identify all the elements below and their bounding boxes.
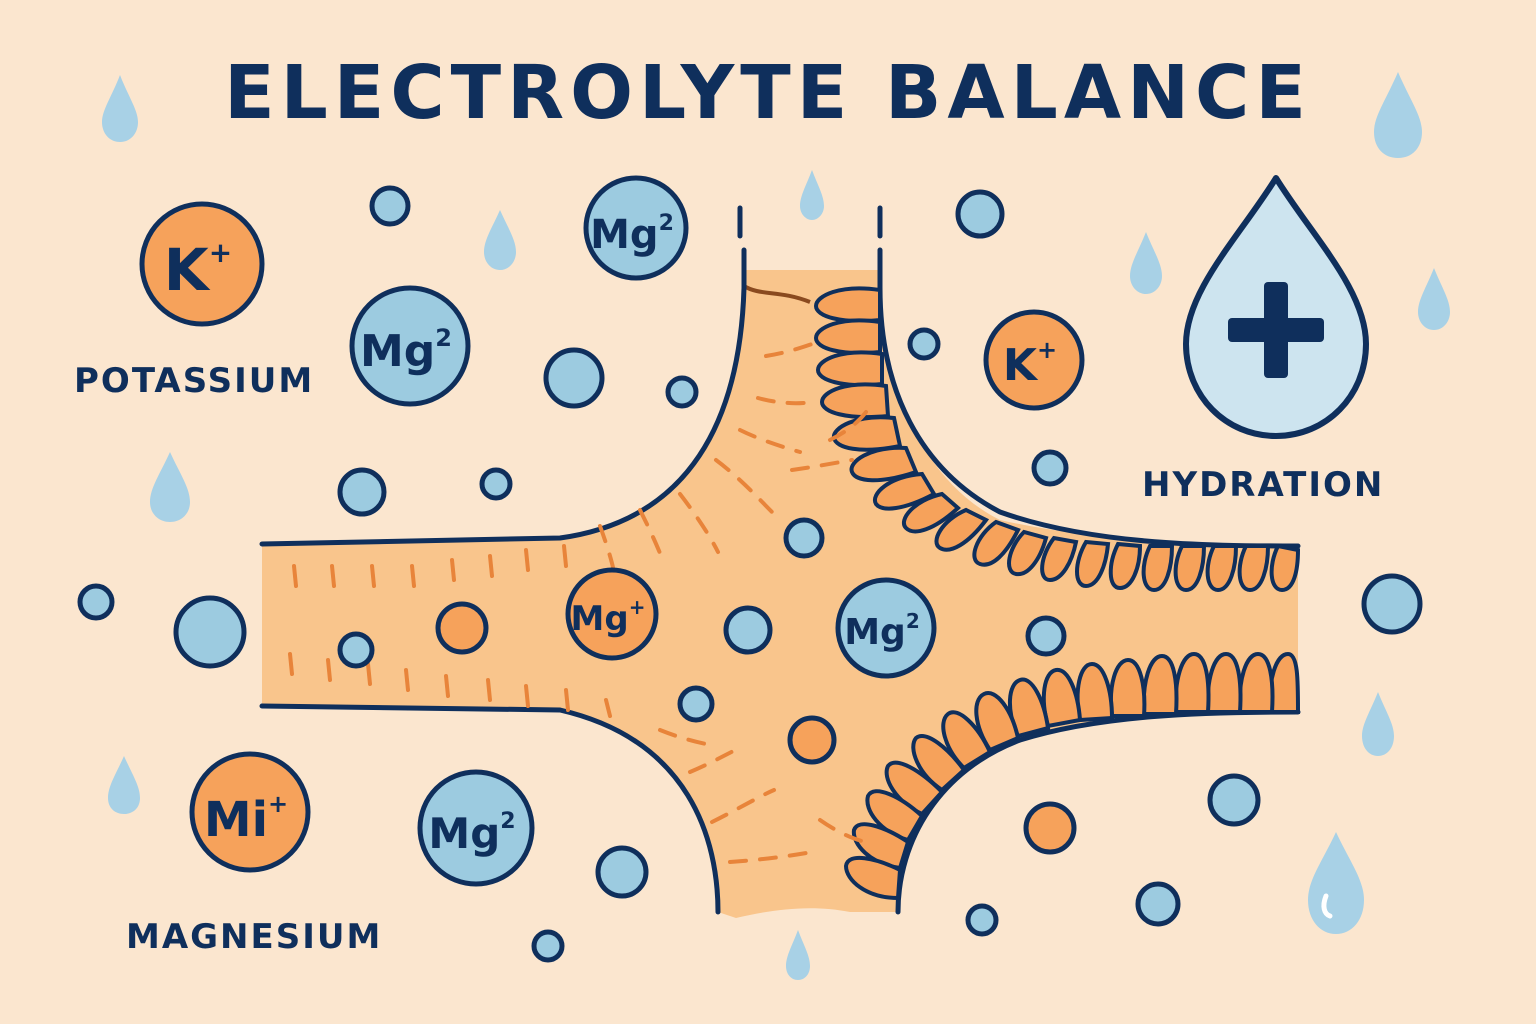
ion-circle — [583, 175, 689, 281]
water-drop-icon — [1374, 72, 1422, 158]
ion-symbol: Mi — [204, 792, 268, 848]
particle — [955, 189, 1005, 239]
ion-circle — [189, 751, 311, 873]
particle — [783, 517, 825, 559]
particle — [1207, 773, 1261, 827]
ion-circle — [417, 769, 535, 887]
drop-highlight — [1321, 893, 1333, 919]
water-drops — [102, 72, 1450, 980]
water-drop-icon — [102, 75, 138, 142]
potassium-label: POTASSIUM — [74, 361, 314, 401]
ion-symbol: Mg — [428, 809, 500, 858]
particle — [479, 467, 513, 501]
page-title: ELECTROLYTE BALANCE — [224, 50, 1312, 136]
water-drop-icon — [800, 170, 824, 220]
ion-symbol: Mg — [590, 212, 658, 258]
villi-top — [813, 286, 1301, 593]
particle — [595, 845, 649, 899]
ion-charge: + — [1037, 336, 1057, 364]
water-drop-plus-icon — [1183, 175, 1369, 439]
ion-charge: 2 — [500, 809, 515, 834]
particle — [1135, 881, 1181, 927]
ion-symbol: Mg — [844, 612, 906, 653]
particle — [1023, 801, 1077, 855]
particle — [787, 715, 837, 765]
tissue-texture — [598, 342, 868, 864]
water-drop-icon — [1418, 268, 1450, 330]
particle — [1361, 573, 1423, 635]
particles — [77, 185, 1423, 963]
particle — [677, 685, 715, 723]
svg-text:Mg+: Mg+ — [571, 595, 646, 639]
ion-circle — [139, 201, 265, 327]
ion: Mi+ — [189, 751, 311, 873]
particle — [337, 467, 387, 517]
particle — [723, 605, 773, 655]
water-drop-icon — [150, 452, 190, 522]
ion: Mg2 — [835, 577, 937, 679]
ion: K+ — [139, 201, 265, 327]
svg-text:K+: K+ — [1003, 336, 1057, 391]
ion-symbol: Mg — [360, 326, 435, 377]
particle — [965, 903, 999, 937]
water-drop-icon — [1362, 692, 1394, 756]
particle — [1031, 449, 1069, 487]
ion: K+ — [983, 309, 1085, 411]
particle — [337, 631, 375, 669]
particle — [435, 601, 489, 655]
particle — [543, 347, 605, 409]
ion-charge: + — [209, 236, 232, 269]
water-drop-icon — [786, 930, 810, 980]
ion: Mg2 — [583, 175, 689, 281]
ion-charge: 2 — [906, 609, 920, 633]
particle — [173, 595, 247, 669]
particle — [1025, 615, 1067, 657]
ion: Mg2 — [417, 769, 535, 887]
ion-circle — [835, 577, 937, 679]
particle — [665, 375, 699, 409]
water-drop-icon — [484, 210, 516, 270]
particle — [907, 327, 941, 361]
hydration-label: HYDRATION — [1142, 465, 1384, 505]
ion-symbol: K — [1003, 340, 1039, 391]
villi-bottom — [843, 651, 1301, 901]
ion: Mg+ — [565, 567, 659, 661]
ion: Mg2 — [349, 285, 471, 407]
magnesium-label: MAGNESIUM — [126, 917, 382, 957]
vessel-wall-top-left — [259, 247, 747, 547]
vessel-wall-bottom-left — [259, 703, 721, 915]
particle — [77, 583, 115, 621]
svg-text:Mg2: Mg2 — [844, 609, 920, 653]
particle — [531, 929, 565, 963]
svg-text:Mg2: Mg2 — [590, 211, 674, 258]
water-drop-icon — [108, 756, 140, 814]
ion-circle — [565, 567, 659, 661]
svg-text:Mg2: Mg2 — [428, 809, 515, 858]
particle — [369, 185, 411, 227]
tissue-edge — [742, 284, 811, 304]
ion-symbol: K — [164, 236, 211, 304]
ion-circle — [983, 309, 1085, 411]
svg-text:K+: K+ — [164, 236, 232, 304]
ion-charge: 2 — [435, 324, 452, 352]
ion-circle — [349, 285, 471, 407]
water-drop-icon — [1308, 832, 1364, 934]
ion-charge: + — [629, 595, 646, 619]
svg-text:Mi+: Mi+ — [204, 790, 288, 848]
svg-text:Mg2: Mg2 — [360, 324, 452, 377]
tissue-ticks — [288, 544, 612, 718]
water-drop-icon — [1130, 232, 1162, 294]
ion-symbol: Mg — [571, 599, 629, 639]
ion-charge: + — [268, 790, 288, 818]
ion-charge: 2 — [659, 211, 674, 236]
tissue-fill — [262, 270, 1298, 918]
tissue-junction — [259, 205, 1301, 918]
